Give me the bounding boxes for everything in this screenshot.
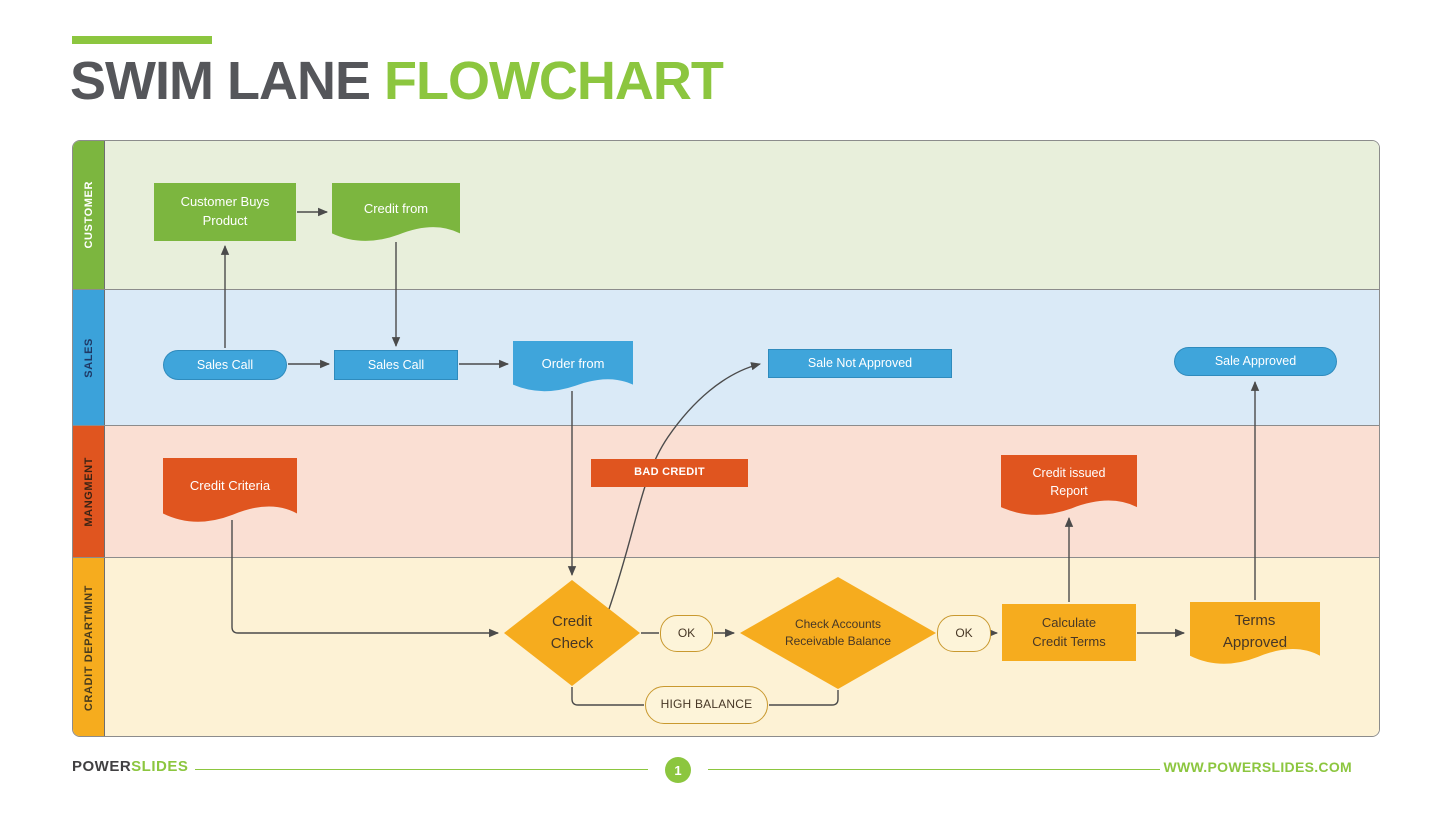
edge-label-ok-1: OK — [660, 615, 713, 652]
lane-customer-label: CUSTOMER — [82, 181, 95, 249]
node-credit-issued-report: Credit issued Report — [1001, 455, 1137, 517]
node-label: Terms Approved — [1222, 612, 1288, 651]
node-customer-buys-product: Customer Buys Product — [154, 183, 296, 241]
lane-sales-label: SALES — [82, 337, 95, 378]
document-shape-icon — [513, 341, 633, 392]
node-sales-call-process: Sales Call — [334, 350, 458, 380]
brand-logo: POWERSLIDES — [72, 758, 188, 775]
node-label: Credit from — [363, 200, 429, 216]
lane-sales-header: SALES — [73, 290, 105, 425]
document-shape-icon — [1001, 455, 1137, 515]
node-label: Customer Buys Product — [180, 194, 270, 228]
node-label: BAD CREDIT — [634, 466, 705, 479]
node-sale-approved: Sale Approved — [1174, 347, 1337, 376]
footer-divider-right — [708, 769, 1160, 770]
document-shape-icon — [1190, 602, 1320, 664]
node-label: Sales Call — [196, 357, 254, 372]
node-label: HIGH BALANCE — [660, 697, 753, 712]
title-accent-bar — [72, 36, 212, 44]
lane-customer: CUSTOMER — [73, 141, 1379, 289]
node-label: Sale Not Approved — [807, 356, 913, 371]
edge-label-high-balance: HIGH BALANCE — [645, 686, 768, 724]
page-title: SWIM LANE FLOWCHART — [70, 50, 724, 112]
node-label: Order from — [541, 355, 605, 371]
lane-customer-header: CUSTOMER — [73, 141, 105, 289]
lane-cradit-departmint-header: CRADIT DEPARTMINT — [73, 558, 105, 736]
edge-label-ok-2: OK — [937, 615, 991, 652]
document-shape-icon — [332, 183, 460, 241]
node-order-from: Order from — [513, 341, 633, 393]
lane-cradit-departmint-label: CRADIT DEPARTMINT — [82, 584, 95, 712]
node-label: Credit Check — [550, 613, 594, 652]
node-label: Sales Call — [367, 357, 425, 372]
brand-logo-slides: SLIDES — [131, 758, 189, 775]
node-sales-call-start: Sales Call — [163, 350, 287, 380]
edge-label-bad-credit: BAD CREDIT — [591, 459, 748, 487]
title-highlight: FLOWCHART — [383, 51, 724, 111]
lane-customer-body — [105, 141, 1379, 289]
node-sale-not-approved: Sale Not Approved — [768, 349, 952, 378]
brand-logo-power: POWER — [72, 758, 132, 775]
lane-mangment-header: MANGMENT — [73, 426, 105, 557]
node-label: OK — [677, 625, 696, 640]
node-credit-from: Credit from — [332, 183, 460, 243]
page-number: 1 — [674, 762, 682, 778]
swimlane-chart: CUSTOMER SALES MANGMENT CRADIT DEPARTMIN… — [72, 140, 1380, 737]
node-label: OK — [955, 625, 973, 640]
node-label: Check Accounts Receivable Balance — [784, 616, 892, 648]
node-label: Sale Approved — [1214, 354, 1297, 369]
website-link[interactable]: WWW.POWERSLIDES.COM — [1163, 759, 1352, 775]
lane-mangment-label: MANGMENT — [82, 456, 95, 527]
title-prefix: SWIM LANE — [70, 51, 384, 111]
node-terms-approved: Terms Approved — [1190, 602, 1320, 666]
document-shape-icon — [163, 458, 297, 522]
node-credit-criteria: Credit Criteria — [163, 458, 297, 524]
node-calculate-credit-terms: Calculate Credit Terms — [1002, 604, 1136, 661]
node-label: Credit issued Report — [1032, 465, 1106, 498]
page-number-badge: 1 — [665, 757, 691, 783]
node-label: Credit Criteria — [189, 477, 271, 493]
node-label: Calculate Credit Terms — [1032, 614, 1106, 649]
footer-divider-left — [195, 769, 648, 770]
